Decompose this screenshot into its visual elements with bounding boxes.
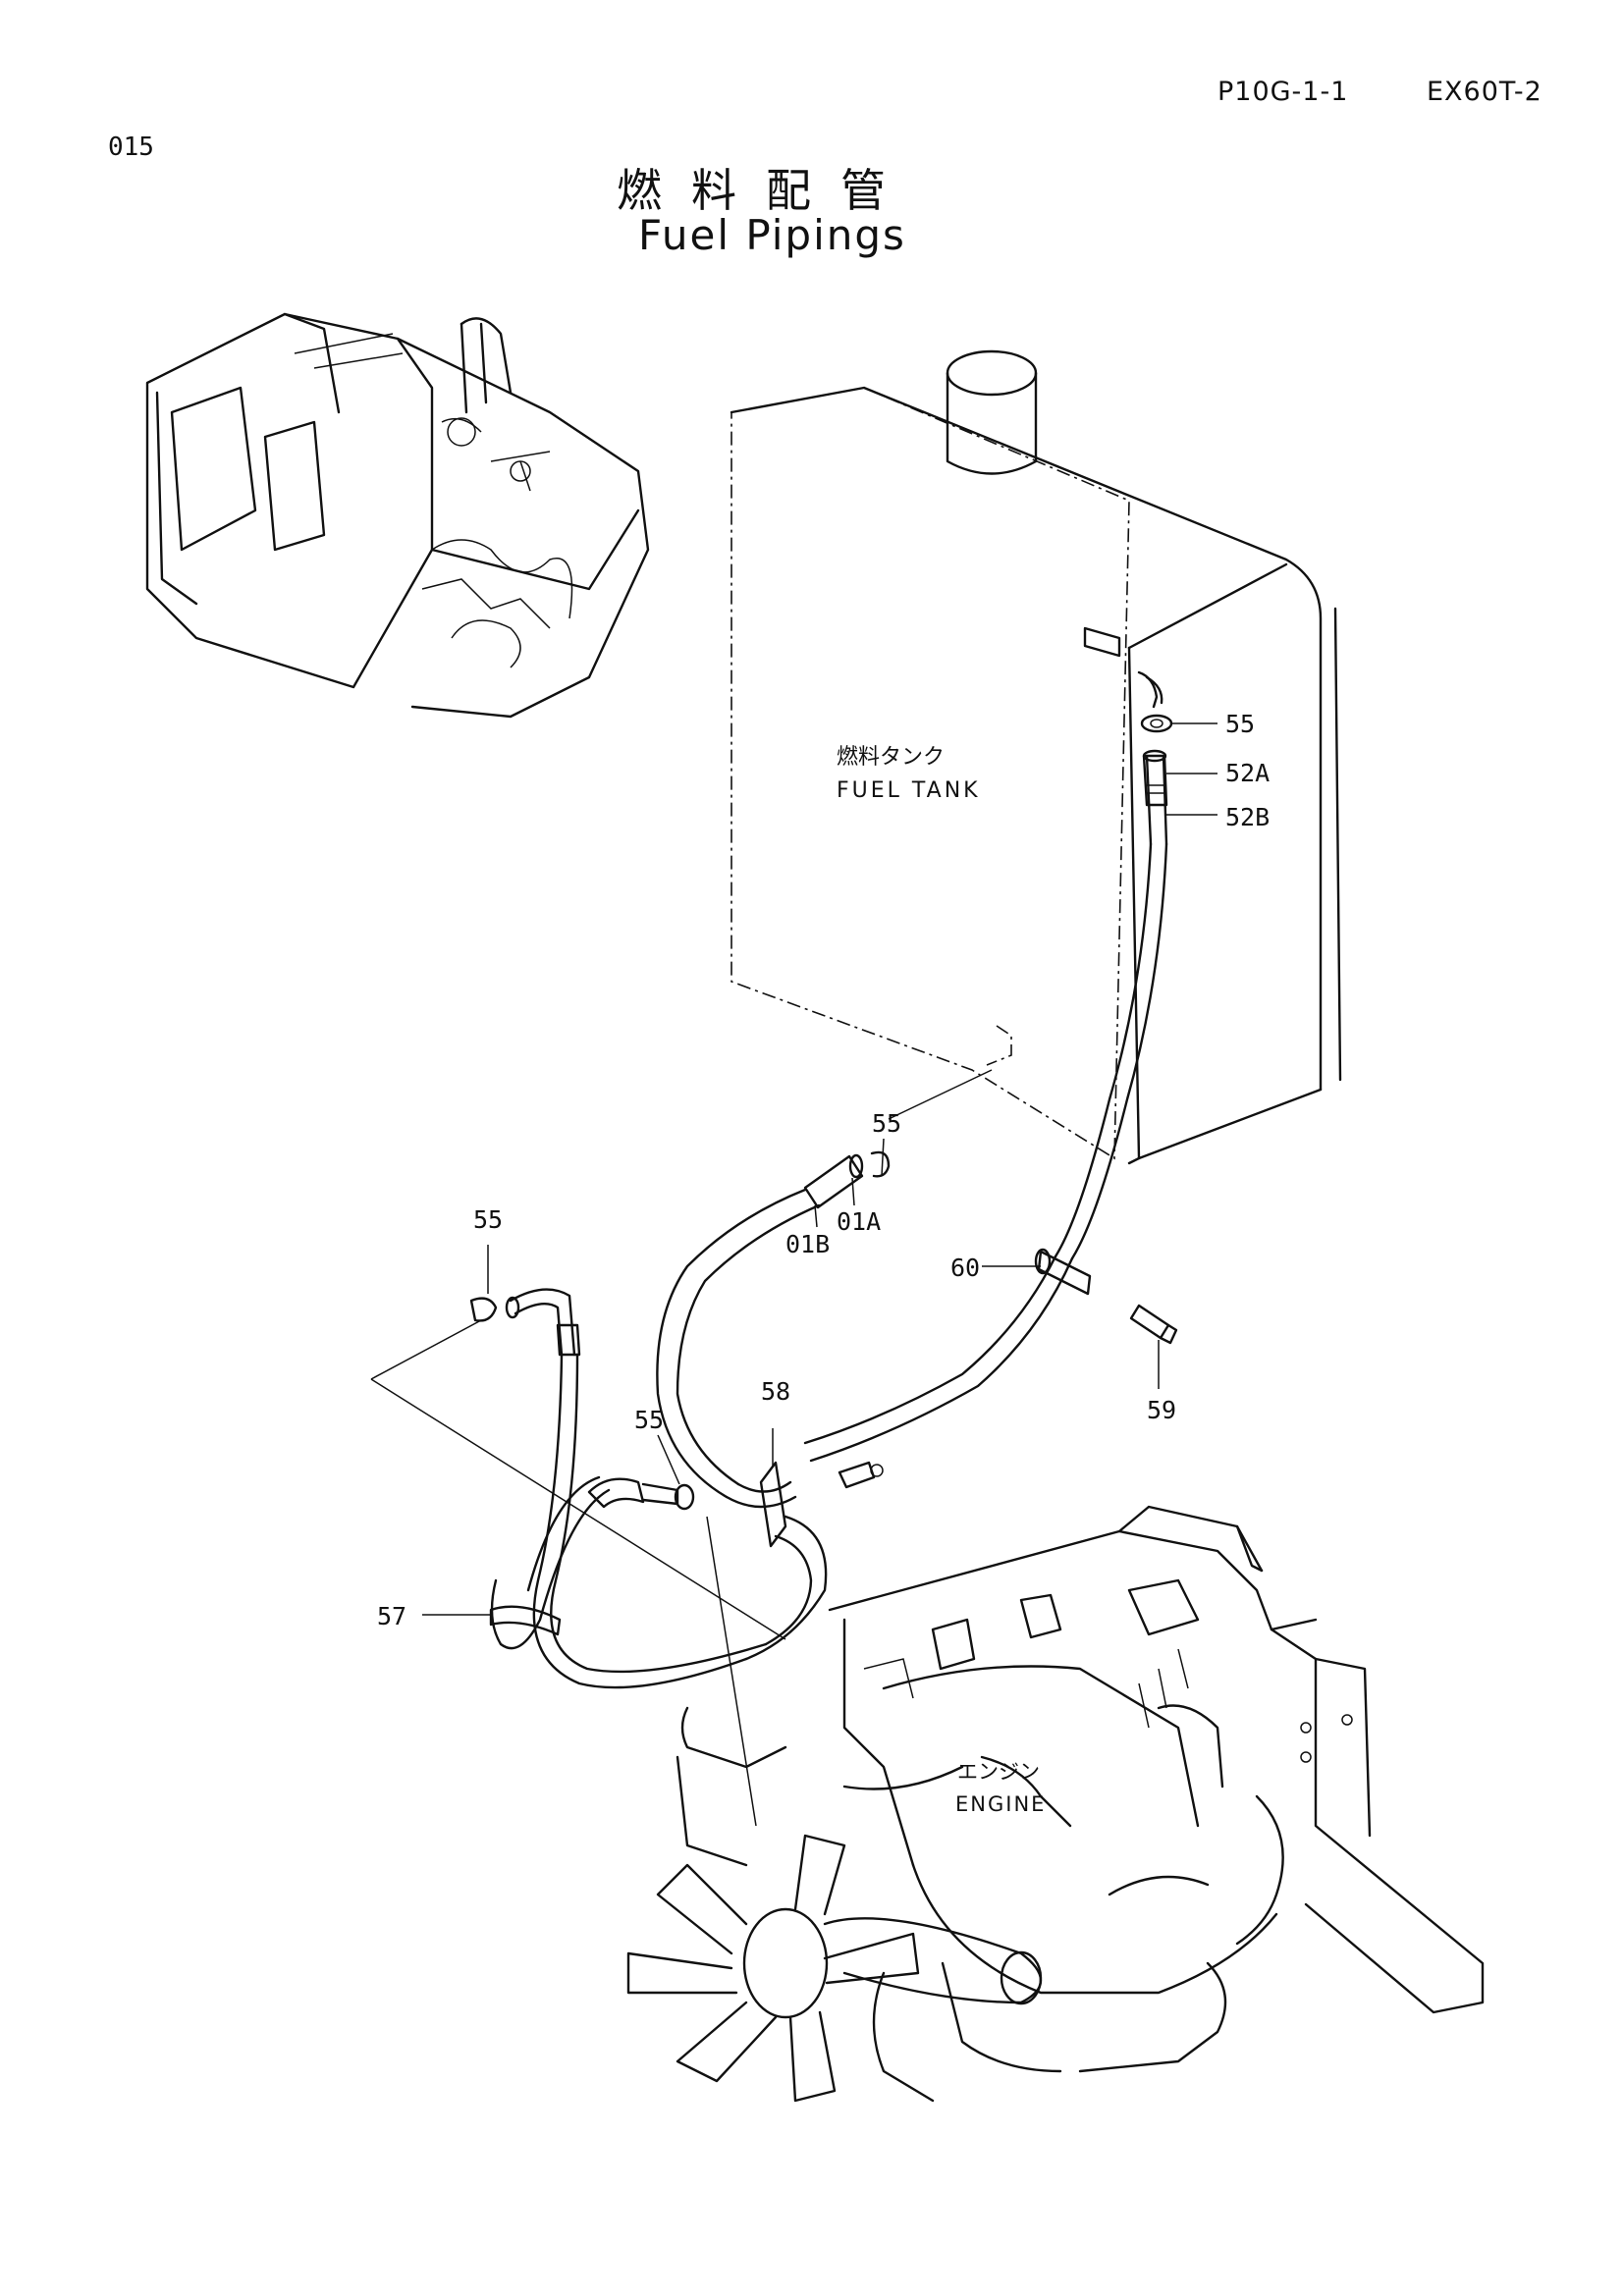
supply-hose-01 — [656, 1150, 891, 1509]
engine-feed-hoses — [370, 1288, 828, 1827]
callout-60: 60 — [950, 1254, 981, 1282]
callout-01b: 01B — [785, 1230, 831, 1258]
page-code: P10G-1-1 — [1217, 77, 1349, 107]
title-japanese: 燃料配管 — [617, 164, 915, 217]
hose-bracket-58 — [759, 1461, 884, 1548]
bolt-59 — [1129, 1304, 1178, 1345]
callout-52a: 52A — [1225, 759, 1271, 787]
model-number: EX60T-2 — [1427, 77, 1542, 107]
callout-01a: 01A — [837, 1207, 882, 1236]
excavator-overview-illustration — [145, 312, 650, 719]
engine-illustration — [626, 1505, 1485, 2103]
callout-58: 58 — [761, 1377, 791, 1406]
callout-55-lower-clamp: 55 — [634, 1406, 665, 1434]
fuel-tank-label-jp: 燃料タンク — [837, 745, 945, 770]
engine-label-jp: エンジン — [957, 1760, 1040, 1784]
page-number: 015 — [108, 133, 154, 162]
engine-label-en: ENGINE — [955, 1792, 1046, 1816]
callout-57: 57 — [377, 1602, 407, 1630]
callout-55-tank-clamp: 55 — [1225, 710, 1256, 738]
clamp-60 — [1034, 1248, 1092, 1296]
callout-leaders — [422, 722, 1217, 1616]
fuel-tank-illustration — [730, 349, 1342, 1165]
title-english: Fuel Pipings — [638, 211, 906, 259]
callout-55-left-clamp: 55 — [473, 1205, 504, 1234]
callout-55-outlet-clamp: 55 — [872, 1109, 902, 1138]
fuel-tank-label-en: FUEL TANK — [837, 778, 981, 803]
callout-59: 59 — [1147, 1396, 1177, 1424]
callout-52b: 52B — [1225, 803, 1271, 831]
return-hose-52 — [803, 714, 1173, 1463]
